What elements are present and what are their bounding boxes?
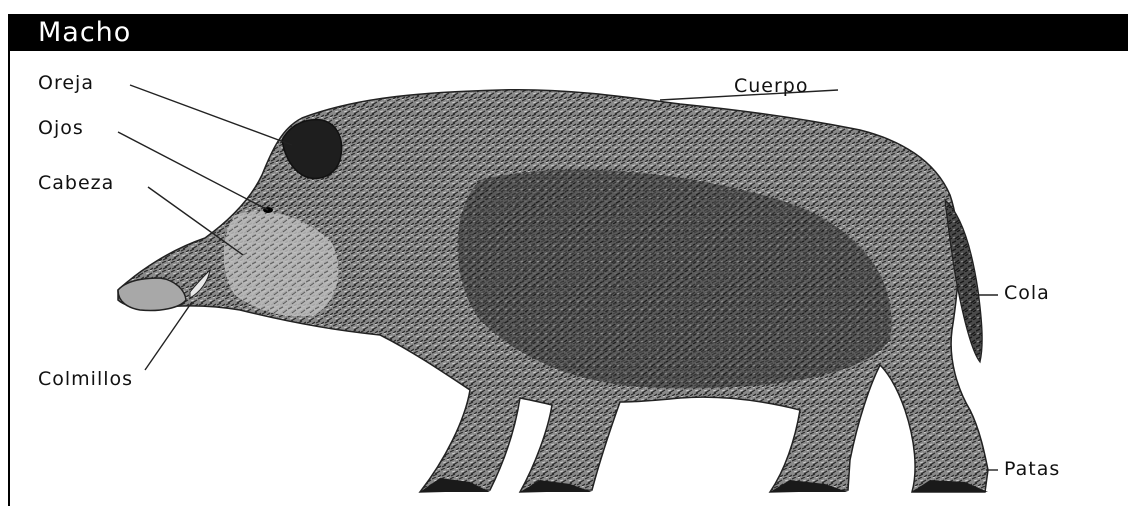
- leader-ojos: [118, 132, 268, 210]
- label-colmillos: Colmillos: [38, 368, 133, 390]
- label-patas: Patas: [1004, 458, 1060, 480]
- label-cabeza: Cabeza: [38, 172, 114, 194]
- label-cola: Cola: [1004, 282, 1050, 304]
- label-cuerpo: Cuerpo: [734, 75, 809, 97]
- label-oreja: Oreja: [38, 72, 94, 94]
- label-ojos: Ojos: [38, 117, 84, 139]
- leader-oreja: [130, 85, 292, 145]
- leader-colmillos: [145, 302, 192, 370]
